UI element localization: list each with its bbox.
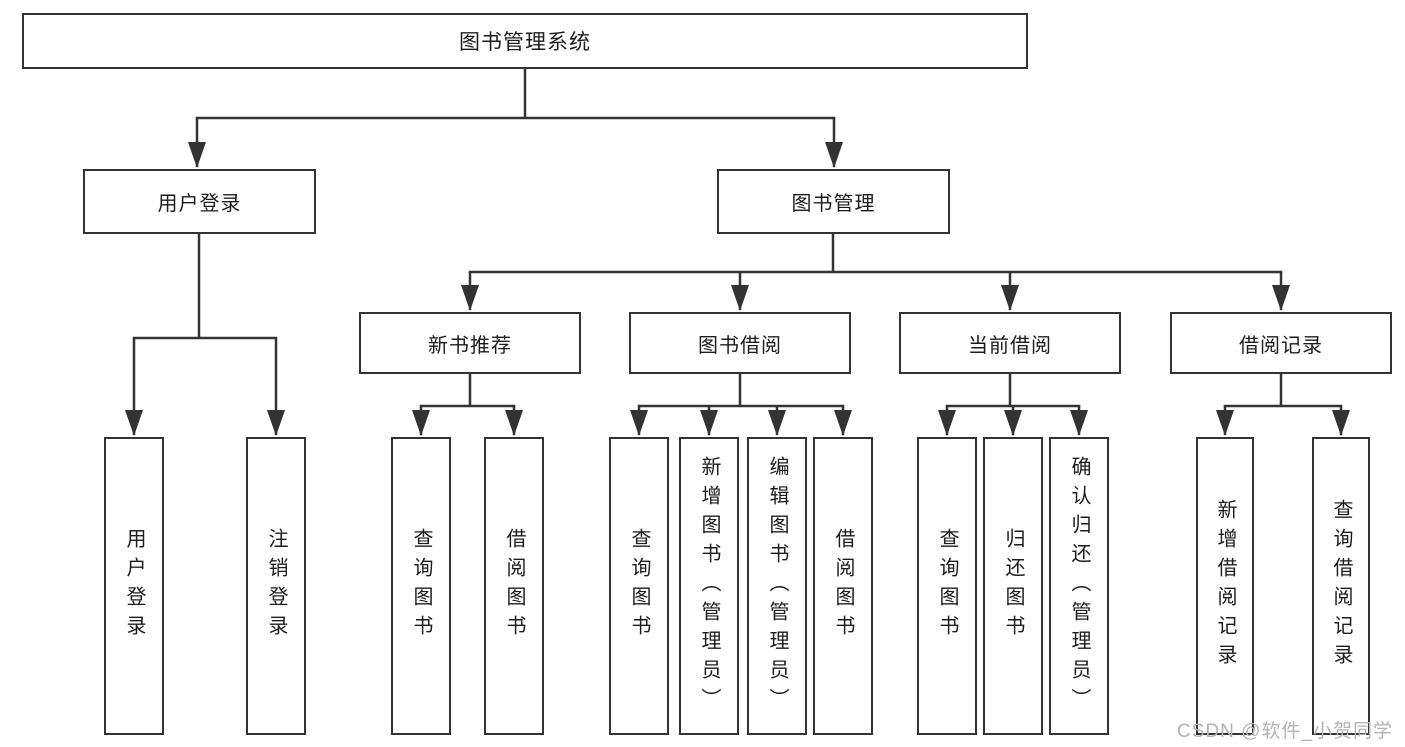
- node-current-borrowing-label: 当前借阅: [968, 334, 1052, 357]
- leaf-query-books-label: 查询图书: [410, 528, 432, 644]
- leaf-query-books-label: 查询图书: [628, 528, 650, 644]
- leaf-borrow-books-label: 借阅图书: [503, 528, 525, 644]
- node-root-system: 图书管理系统: [22, 13, 1028, 69]
- leaf-add-borrow-record-label: 新增借阅记录: [1214, 499, 1236, 673]
- leaf-query-borrow-record: 查询借阅记录: [1312, 437, 1370, 735]
- node-user-login-group-label: 用户登录: [157, 193, 242, 215]
- connector-records-to-leaves: [1216, 374, 1350, 436]
- node-borrowing-records: 借阅记录: [1170, 312, 1392, 374]
- leaf-add-borrow-record: 新增借阅记录: [1196, 437, 1254, 735]
- node-book-management-label: 图书管理: [791, 193, 876, 215]
- leaf-query-books-under-current: 查询图书: [917, 437, 977, 735]
- leaf-borrow-books-label: 借阅图书: [832, 528, 854, 644]
- node-book-management: 图书管理: [717, 169, 950, 234]
- leaf-query-books-under-borrowing: 查询图书: [609, 437, 669, 735]
- leaf-return-books: 归还图书: [983, 437, 1043, 735]
- node-new-book-recommend: 新书推荐: [359, 312, 581, 374]
- connector-root-to-level2: [188, 69, 843, 168]
- connector-login-to-leaves: [125, 234, 285, 436]
- node-current-borrowing: 当前借阅: [899, 312, 1121, 374]
- csdn-watermark: CSDN @软件_小贺同学: [1177, 721, 1393, 742]
- leaf-confirm-return-admin: 确认归还（管理员）: [1049, 437, 1109, 735]
- leaf-add-book-admin-label: 新增图书（管理员）: [698, 455, 720, 717]
- leaf-edit-book-admin-label: 编辑图书（管理员）: [766, 455, 788, 717]
- leaf-confirm-return-admin-label: 确认归还（管理员）: [1068, 455, 1090, 717]
- node-book-borrowing-label: 图书借阅: [698, 334, 782, 357]
- node-new-book-recommend-label: 新书推荐: [428, 334, 512, 357]
- node-book-borrowing: 图书借阅: [629, 312, 851, 374]
- leaf-user-login: 用户登录: [104, 437, 164, 735]
- connector-mgmt-to-level3: [461, 234, 1290, 311]
- leaf-logout: 注销登录: [246, 437, 306, 735]
- leaf-return-books-label: 归还图书: [1002, 528, 1024, 644]
- leaf-edit-book-admin: 编辑图书（管理员）: [747, 437, 807, 735]
- connector-newrec-to-leaves: [412, 374, 523, 436]
- node-borrowing-records-label: 借阅记录: [1239, 334, 1323, 357]
- leaf-borrow-books-under-newrec: 借阅图书: [484, 437, 544, 735]
- node-user-login-group: 用户登录: [83, 169, 316, 234]
- connector-borrow-to-leaves: [630, 374, 852, 436]
- leaf-add-book-admin: 新增图书（管理员）: [679, 437, 739, 735]
- leaf-query-borrow-record-label: 查询借阅记录: [1330, 499, 1352, 673]
- leaf-query-books-under-newrec: 查询图书: [391, 437, 451, 735]
- connector-current-to-leaves: [938, 374, 1088, 436]
- node-root-label: 图书管理系统: [459, 31, 591, 54]
- leaf-logout-label: 注销登录: [265, 528, 287, 644]
- leaf-user-login-label: 用户登录: [123, 528, 145, 644]
- leaf-query-books-label: 查询图书: [936, 528, 958, 644]
- leaf-borrow-books-under-borrowing: 借阅图书: [813, 437, 873, 735]
